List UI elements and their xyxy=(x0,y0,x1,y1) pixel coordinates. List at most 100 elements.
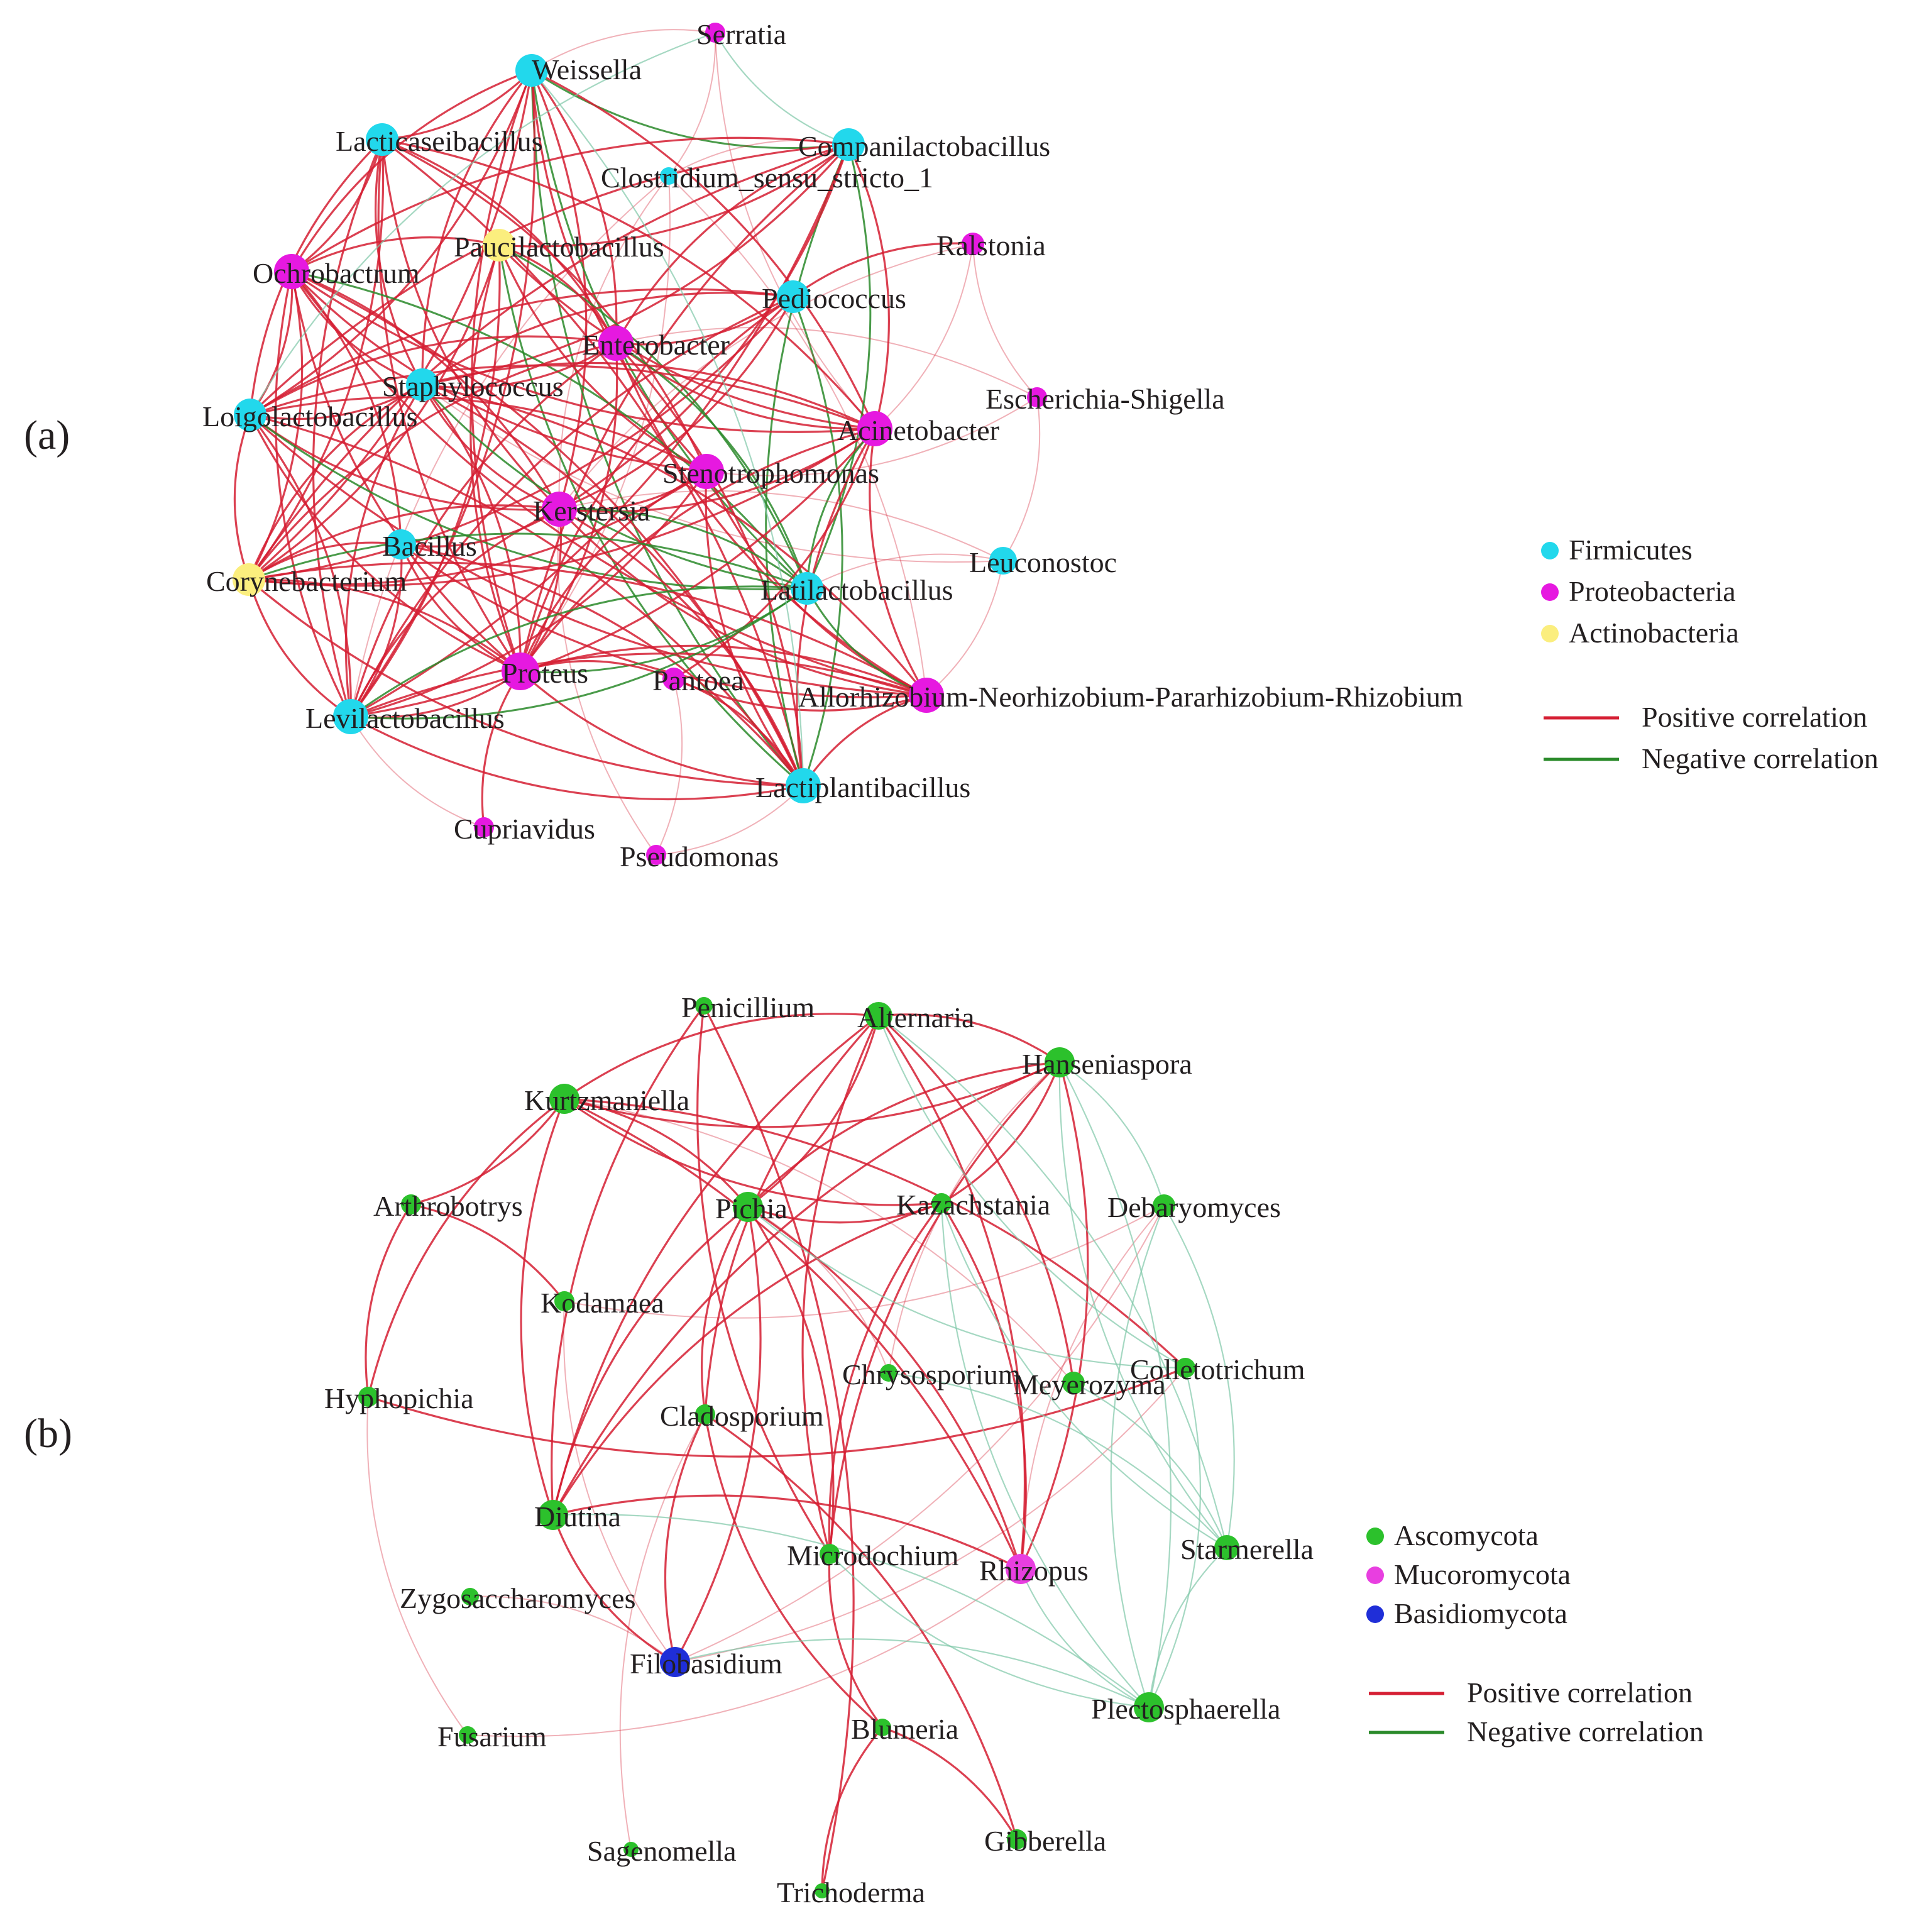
edge-corynebacterium-allorhizobium xyxy=(248,561,927,696)
edge-debaryomyces-rhizopus xyxy=(1020,1205,1165,1570)
edge-loigolactobacillus-kerstersia xyxy=(250,414,560,511)
node-label-penicillium: Penicillium xyxy=(681,991,815,1023)
node-kurtzmaniella xyxy=(549,1084,579,1114)
node-label-sagenomella: Sagenomella xyxy=(587,1835,737,1867)
node-label-hyphopichia: Hyphopichia xyxy=(324,1382,474,1414)
edge-clostridium-levilactobacillus xyxy=(350,175,669,717)
edge-diutina-plectosphaerella xyxy=(552,1514,1150,1708)
node-pantoea xyxy=(662,668,685,690)
edge-debaryomyces-filobasidium xyxy=(674,1205,1165,1663)
node-cladosporium xyxy=(695,1404,715,1424)
node-penicillium xyxy=(695,997,713,1015)
edge-ralstonia-kerstersia xyxy=(559,243,974,510)
edge-hyphopichia-fusarium xyxy=(366,1396,468,1736)
edge-meyerozyma-starmerella xyxy=(1073,1382,1228,1548)
node-leuconostoc xyxy=(989,547,1017,575)
legend-line-label-negative: Negative correlation xyxy=(1467,1715,1704,1748)
edge-cladosporium-filobasidium xyxy=(664,1414,706,1663)
edge-staphylococcus-kerstersia xyxy=(421,384,560,510)
edge-companilactobacillus-latilactobacillus xyxy=(806,144,872,589)
node-label-corynebacterium: Corynebacterium xyxy=(206,565,407,597)
edge-ralstonia-escherichia xyxy=(972,243,1038,398)
edge-companilactobacillus-loigolactobacillus xyxy=(249,143,849,416)
edge-serratia-loigolactobacillus xyxy=(250,31,716,416)
edge-staphylococcus-latilactobacillus xyxy=(421,383,808,590)
node-label-cupriavidus: Cupriavidus xyxy=(454,813,595,845)
node-acinetobacter xyxy=(857,411,892,446)
edge-lacticaseibacillus-levilactobacillus xyxy=(312,139,383,717)
node-latilactobacillus xyxy=(791,572,823,605)
panel-b-legend: AscomycotaMucoromycotaBasidiomycotaPosit… xyxy=(1366,1519,1704,1748)
edge-weissella-lactiplantibacillus xyxy=(531,70,804,786)
edge-proteus-lactiplantibacillus xyxy=(519,670,804,787)
node-label-ochrobactrum: Ochrobactrum xyxy=(253,257,420,289)
edge-proteus-cupriavidus xyxy=(481,671,522,828)
edge-arthrobotrys-hyphopichia xyxy=(365,1204,412,1397)
edge-escherichia-enterobacter xyxy=(615,327,1038,398)
edge-serratia-companilactobacillus xyxy=(715,32,849,146)
edge-alternaria-hanseniaspora xyxy=(878,1013,1060,1064)
edge-starmerella-plectosphaerella xyxy=(1148,1547,1227,1708)
edge-debaryomyces-kodamaea xyxy=(564,1205,1165,1319)
edge-hanseniaspora-debaryomyces xyxy=(1059,1062,1165,1206)
edge-latilactobacillus-levilactobacillus xyxy=(350,585,808,718)
legend-swatch-actinobacteria xyxy=(1541,625,1559,642)
edge-leuconostoc-allorhizobium xyxy=(926,560,1004,696)
node-lacticaseibacillus xyxy=(366,123,398,156)
node-lactiplantibacillus xyxy=(786,768,821,803)
edge-kazachstania-starmerella xyxy=(940,1203,1227,1548)
edge-arthrobotrys-kodamaea xyxy=(410,1203,566,1302)
node-label-stenotrophomonas: Stenotrophomonas xyxy=(662,457,879,489)
legend-label-actinobacteria: Actinobacteria xyxy=(1569,617,1739,649)
node-arthrobotrys xyxy=(401,1194,421,1214)
edge-hanseniaspora-kazachstania xyxy=(941,1062,1061,1204)
edge-chrysosporium-pichia xyxy=(747,1206,889,1374)
edge-debaryomyces-starmerella xyxy=(1163,1205,1235,1548)
node-label-debaryomyces: Debaryomyces xyxy=(1107,1191,1281,1223)
edge-allorhizobium-pantoea xyxy=(673,678,927,712)
edge-alternaria-kurtzmaniella xyxy=(564,1013,879,1100)
edge-staphylococcus-levilactobacillus xyxy=(344,384,424,717)
panel-a-label: (a) xyxy=(24,412,70,458)
node-pichia xyxy=(733,1192,763,1222)
edge-corynebacterium-levilactobacillus xyxy=(248,579,351,718)
edge-weissella-staphylococcus xyxy=(421,69,533,385)
node-cupriavidus xyxy=(474,817,494,837)
edge-blumeria-trichoderma xyxy=(821,1726,884,1891)
edge-loigolactobacillus-corynebacterium xyxy=(233,414,251,580)
node-label-escherichia: Escherichia-Shigella xyxy=(985,383,1225,415)
legend-swatch-mucoromycota xyxy=(1366,1566,1384,1584)
node-label-blumeria: Blumeria xyxy=(851,1713,958,1745)
edge-leuconostoc-latilactobacillus xyxy=(806,553,1004,589)
edge-paucilactobacillus-ochrobactrum xyxy=(291,236,500,273)
edge-companilactobacillus-ochrobactrum xyxy=(291,136,849,273)
node-pediococcus xyxy=(777,280,810,313)
edge-companilactobacillus-lactiplantibacillus xyxy=(765,144,850,786)
edge-bacillus-proteus xyxy=(400,544,521,673)
edge-levilactobacillus-latilactobacillus xyxy=(350,587,808,720)
panel-a-edges xyxy=(233,29,1041,856)
node-companilactobacillus xyxy=(832,128,865,161)
node-fusarium xyxy=(459,1726,476,1744)
edge-pichia-cladosporium xyxy=(700,1206,749,1415)
edge-paucilactobacillus-levilactobacillus xyxy=(349,245,501,717)
node-hyphopichia xyxy=(358,1387,378,1407)
node-staphylococcus xyxy=(406,368,439,401)
node-label-ralstonia: Ralstonia xyxy=(936,229,1046,262)
edge-acinetobacter-allorhizobium xyxy=(869,428,928,696)
edge-clostridium-proteus xyxy=(520,175,671,672)
node-label-latilactobacillus: Latilactobacillus xyxy=(760,574,953,606)
edge-kurtzmaniella-kazachstania xyxy=(564,1098,942,1206)
node-escherichia xyxy=(1027,387,1047,407)
edge-stenotrophomonas-levilactobacillus xyxy=(350,471,708,718)
node-kodamaea xyxy=(554,1291,574,1311)
edge-rhizopus-plectosphaerella xyxy=(1019,1568,1150,1708)
node-ochrobactrum xyxy=(274,254,309,289)
node-levilactobacillus xyxy=(333,699,368,734)
node-label-kazachstania: Kazachstania xyxy=(896,1189,1050,1221)
edge-proteus-allorhizobium xyxy=(520,644,927,696)
edge-enterobacter-loigolactobacillus xyxy=(250,335,617,416)
legend-label-mucoromycota: Mucoromycota xyxy=(1394,1558,1571,1590)
edge-ochrobactrum-levilactobacillus xyxy=(275,271,352,717)
node-colletotrichum xyxy=(1175,1358,1195,1378)
